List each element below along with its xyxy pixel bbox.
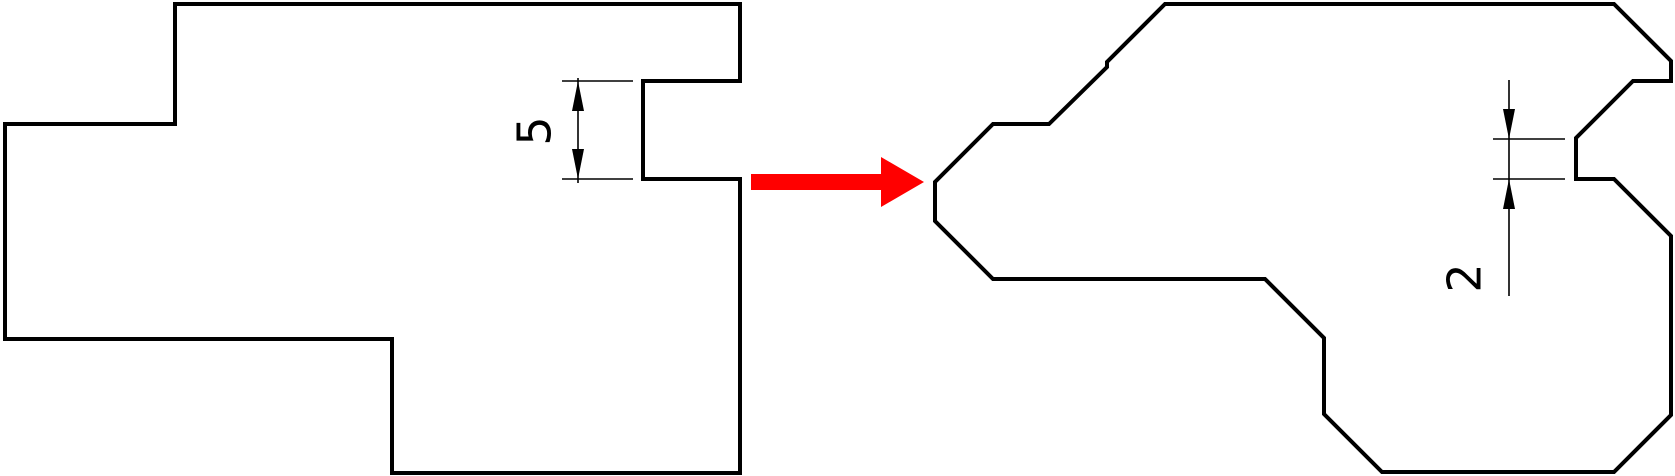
before-arrowhead-bottom bbox=[572, 149, 584, 179]
before-shape-outline bbox=[3, 2, 742, 475]
before-shape: 5 bbox=[3, 2, 742, 475]
before-dimension: 5 bbox=[508, 78, 633, 183]
after-shape: 2 bbox=[933, 2, 1673, 474]
before-dimension-label: 5 bbox=[508, 116, 562, 145]
after-dimension-label: 2 bbox=[1438, 263, 1492, 292]
transform-arrow bbox=[751, 157, 924, 207]
after-dimension: 2 bbox=[1438, 80, 1565, 296]
after-arrowhead-top bbox=[1503, 109, 1515, 139]
after-arrowhead-bottom bbox=[1503, 179, 1515, 209]
after-shape-outline bbox=[933, 2, 1673, 474]
before-arrowhead-top bbox=[572, 81, 584, 111]
